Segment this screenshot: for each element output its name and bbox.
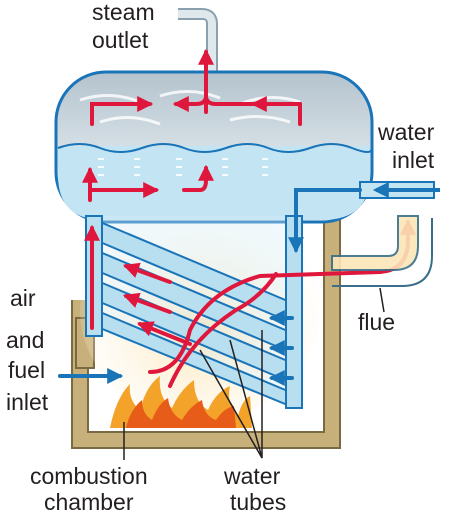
label-water-inlet-line2: inlet (392, 147, 435, 173)
label-steam-outlet-line2: outlet (92, 27, 149, 53)
label-water-tubes-line2: tubes (230, 489, 286, 515)
label-combustion-chamber-line2: chamber (44, 489, 134, 515)
water-tube-bank (85, 215, 303, 409)
flue-pipe (331, 215, 433, 287)
label-air-fuel-inlet-line2: and (6, 327, 44, 353)
label-flue: flue (358, 309, 395, 335)
cold-flow-arrows (58, 188, 362, 386)
label-air-fuel-inlet-line4: inlet (6, 389, 49, 415)
label-air-fuel-inlet-line3: fuel (8, 357, 45, 383)
label-combustion-chamber-line1: combustion (30, 463, 148, 489)
label-steam-outlet-line1: steam (92, 0, 155, 25)
steam-drum (54, 70, 374, 224)
water-inlet-pipe (359, 181, 440, 199)
pointer-lines (123, 287, 385, 460)
label-water-inlet-line1: water (377, 119, 435, 145)
steam-outlet-pipe (178, 8, 218, 90)
label-water-tubes-line1: water (223, 463, 281, 489)
burner-flames (110, 376, 252, 428)
boiler-casing (71, 212, 341, 449)
label-air-fuel-inlet-line1: air (10, 285, 36, 311)
